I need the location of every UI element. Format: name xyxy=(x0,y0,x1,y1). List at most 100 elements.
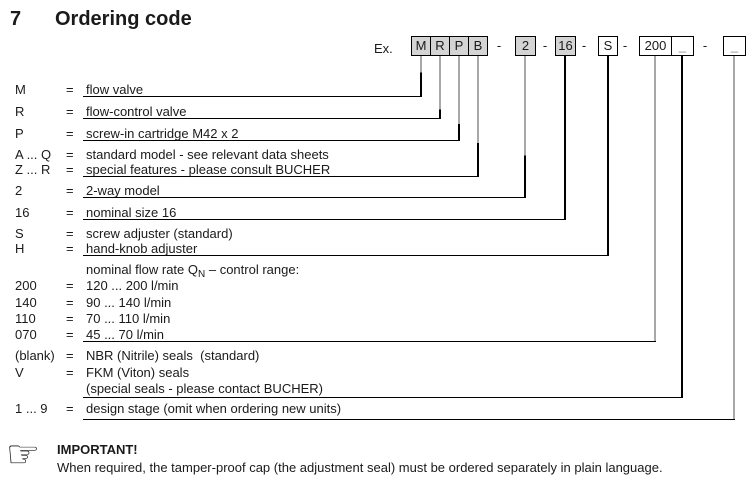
code-description: hand-knob adjuster xyxy=(86,241,198,256)
underline-p xyxy=(83,140,460,141)
leader-line-16 xyxy=(564,56,566,220)
flow-rate-pre: nominal flow rate Q xyxy=(86,262,198,277)
code-value: 2 xyxy=(15,183,23,198)
separator-dash: - xyxy=(702,38,708,53)
code-box-p: P xyxy=(449,36,469,56)
code-row-p: P = screw-in cartridge M42 x 2 xyxy=(0,126,753,142)
underline-16 xyxy=(83,219,566,220)
code-description: screw adjuster (standard) xyxy=(86,226,233,241)
underline-m xyxy=(83,96,422,97)
code-description: 45 ... 70 l/min xyxy=(86,327,165,342)
leader-line-design xyxy=(733,56,735,420)
code-description: 70 ... 110 l/min xyxy=(86,311,171,326)
underline-zr xyxy=(83,176,479,177)
underline-h xyxy=(83,255,609,256)
equals-sign: = xyxy=(66,278,74,293)
code-value: R xyxy=(15,104,25,119)
section-number: 7 xyxy=(10,8,22,30)
leader-line-200 xyxy=(654,56,656,342)
equals-sign: = xyxy=(66,226,74,241)
code-value: P xyxy=(15,126,24,141)
equals-sign: = xyxy=(66,147,74,162)
important-title: IMPORTANT! xyxy=(57,442,138,457)
page-title: Ordering code xyxy=(55,8,192,30)
code-description: 120 ... 200 l/min xyxy=(86,278,179,293)
code-row-aq: A ... Q = standard model - see relevant … xyxy=(0,147,753,163)
equals-sign: = xyxy=(66,348,74,363)
leader-line-s xyxy=(607,56,609,256)
code-box-16: 16 xyxy=(555,36,576,56)
code-value: V xyxy=(15,365,24,380)
code-row-070: 070 = 45 ... 70 l/min xyxy=(0,327,753,343)
code-value: 140 xyxy=(15,295,37,310)
example-label: Ex. xyxy=(374,41,393,56)
code-box-200: 200 xyxy=(639,36,672,56)
code-row-110: 110 = 70 ... 110 l/min xyxy=(0,311,753,327)
leader-line-p xyxy=(458,56,460,141)
underline-design xyxy=(83,419,735,420)
code-box-2: 2 xyxy=(515,36,536,56)
code-description: FKM (Viton) seals xyxy=(86,365,190,380)
equals-sign: = xyxy=(66,162,74,177)
code-row-v-note: (special seals - please contact BUCHER) xyxy=(0,381,753,397)
code-box-design-blank: _ xyxy=(723,36,746,56)
leader-line-2 xyxy=(524,56,526,198)
code-value: H xyxy=(15,241,25,256)
code-value: (blank) xyxy=(15,348,55,363)
equals-sign: = xyxy=(66,295,74,310)
separator-dash: - xyxy=(496,38,502,53)
code-description: 2-way model xyxy=(86,183,160,198)
leader-line-m xyxy=(420,56,422,97)
equals-sign: = xyxy=(66,104,74,119)
flow-rate-heading: nominal flow rate QN – control range: xyxy=(0,262,753,280)
code-row-zr: Z ... R = special features - please cons… xyxy=(0,162,753,178)
code-box-m: M xyxy=(411,36,431,56)
code-box-s: S xyxy=(598,36,618,56)
code-value: A ... Q xyxy=(15,147,52,162)
code-value: 110 xyxy=(15,311,36,326)
underline-2 xyxy=(83,197,526,198)
code-box-b: B xyxy=(468,36,488,56)
important-text: When required, the tamper-proof cap (the… xyxy=(57,460,663,475)
underline-seals xyxy=(83,397,683,398)
equals-sign: = xyxy=(66,401,74,416)
code-value: 200 xyxy=(15,278,37,293)
code-value: 16 xyxy=(15,205,30,220)
code-description: NBR (Nitrile) seals (standard) xyxy=(86,348,260,363)
code-description: standard model - see relevant data sheet… xyxy=(86,147,329,162)
code-box-seal-blank: _ xyxy=(671,36,694,56)
equals-sign: = xyxy=(66,327,74,342)
code-row-v: V = FKM (Viton) seals xyxy=(0,365,753,381)
underline-r xyxy=(83,118,441,119)
code-row-design: 1 ... 9 = design stage (omit when orderi… xyxy=(0,401,753,417)
code-description: nominal size 16 xyxy=(86,205,177,220)
code-value: Z ... R xyxy=(15,162,51,177)
code-row-2: 2 = 2-way model xyxy=(0,183,753,199)
code-value: M xyxy=(15,82,26,97)
code-value: 1 ... 9 xyxy=(15,401,48,416)
flow-rate-subscript: N xyxy=(198,269,206,280)
code-description: flow-control valve xyxy=(86,104,187,119)
code-row-16: 16 = nominal size 16 xyxy=(0,205,753,221)
code-row-s: S = screw adjuster (standard) xyxy=(0,226,753,242)
separator-dash: - xyxy=(622,38,628,53)
equals-sign: = xyxy=(66,82,74,97)
pointing-hand-icon: ☞ xyxy=(6,434,41,476)
code-row-140: 140 = 90 ... 140 l/min xyxy=(0,295,753,311)
equals-sign: = xyxy=(66,365,74,380)
code-description: special features - please consult BUCHER xyxy=(86,162,331,177)
leader-line-b xyxy=(477,56,479,177)
code-description: design stage (omit when ordering new uni… xyxy=(86,401,342,416)
code-description: flow valve xyxy=(86,82,144,97)
code-description: 90 ... 140 l/min xyxy=(86,295,172,310)
code-value: S xyxy=(15,226,24,241)
leader-line-seal xyxy=(681,56,683,398)
equals-sign: = xyxy=(66,205,74,220)
equals-sign: = xyxy=(66,311,74,326)
code-row-h: H = hand-knob adjuster xyxy=(0,241,753,257)
code-value: 070 xyxy=(15,327,37,342)
separator-dash: - xyxy=(581,38,587,53)
flow-rate-post: – control range: xyxy=(205,262,300,277)
equals-sign: = xyxy=(66,126,74,141)
